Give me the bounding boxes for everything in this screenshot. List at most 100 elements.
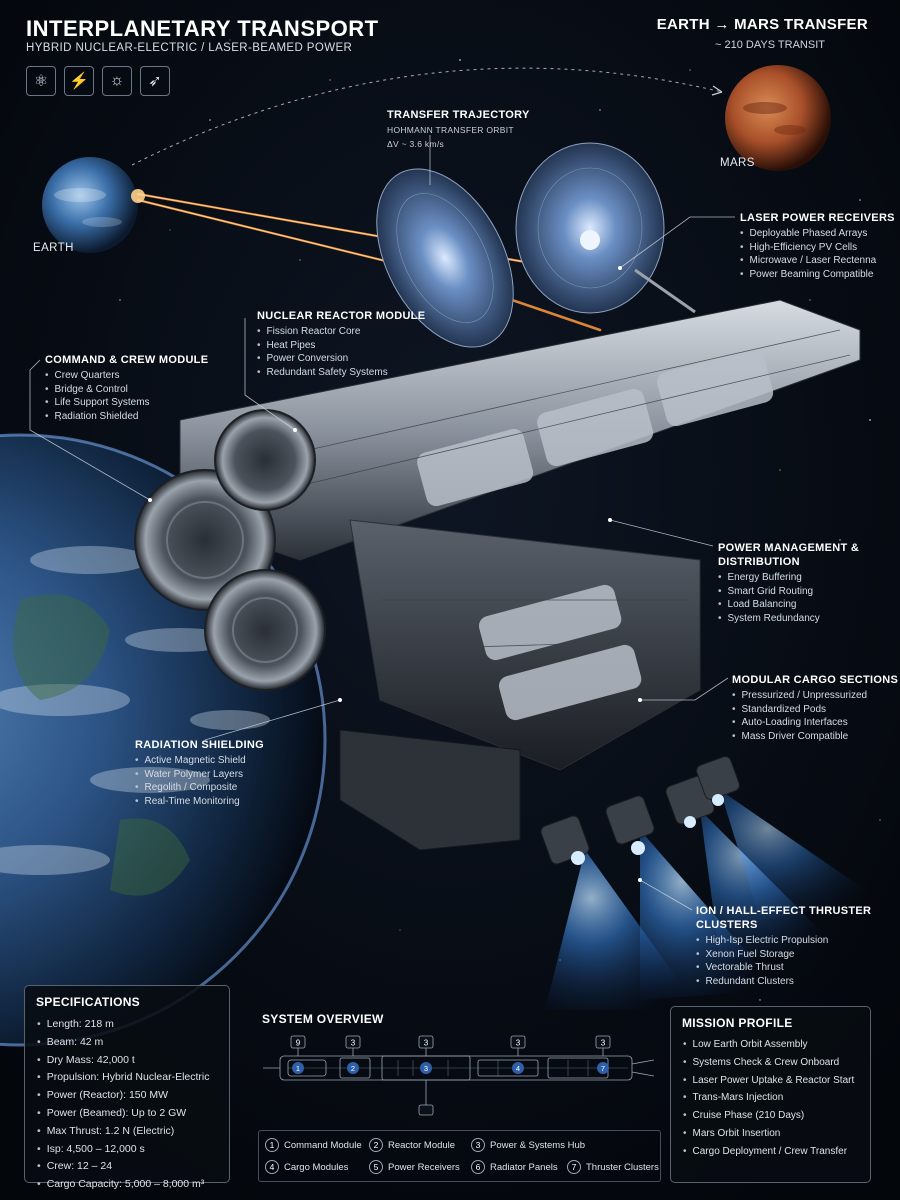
legend-label: Power Receivers — [388, 1161, 460, 1173]
schematic-body-markers: 1 2 3 4 7 — [292, 1062, 609, 1074]
solar-array-icon: ☼ — [102, 66, 132, 96]
callout-item: Xenon Fuel Storage — [696, 948, 871, 962]
legend-item: 4 Cargo Modules — [265, 1160, 348, 1174]
specifications-panel: SPECIFICATIONS Length: 218 m Beam: 42 m … — [24, 985, 230, 1190]
trajectory-delta-v: ΔV ~ 3.6 km/s — [387, 138, 445, 149]
spec-item: Power (Beamed): Up to 2 GW — [37, 1105, 210, 1123]
callout-item: Deployable Phased Arrays — [740, 227, 895, 241]
schematic-marker: 3 — [424, 1064, 428, 1073]
callout-item: Real-Time Monitoring — [135, 795, 264, 809]
mars-label: MARS — [720, 157, 755, 169]
callout-item: Redundant Clusters — [696, 975, 871, 989]
mission-step: Laser Power Uptake & Reactor Start — [683, 1072, 855, 1090]
callout-item: Regolith / Composite — [135, 781, 264, 795]
callout-item: Heat Pipes — [257, 339, 425, 353]
route-title: EARTH → MARS TRANSFER — [656, 16, 868, 33]
rocket-icon: ➶ — [140, 66, 170, 96]
spec-item: Crew: 12 – 24 — [37, 1158, 210, 1176]
callout-title: LASER POWER RECEIVERS — [740, 212, 895, 224]
callout-item: Vectorable Thrust — [696, 961, 871, 975]
callout-title: COMMAND & CREW MODULE — [45, 354, 209, 366]
panel-title: MISSION PROFILE — [682, 1016, 793, 1030]
callout-item: Redundant Safety Systems — [257, 366, 425, 380]
trajectory-title: TRANSFER TRAJECTORY — [387, 109, 530, 121]
legend-number: 4 — [265, 1160, 279, 1174]
schematic-marker: 4 — [516, 1064, 520, 1073]
callout-item: Load Balancing — [718, 598, 859, 612]
callout-item: Bridge & Control — [45, 383, 208, 397]
page-subtitle: HYBRID NUCLEAR-ELECTRIC / LASER-BEAMED P… — [26, 42, 353, 54]
callout-item: Auto-Loading Interfaces — [732, 716, 898, 730]
spec-item: Power (Reactor): 150 MW — [37, 1087, 210, 1105]
callout-item: Water Polymer Layers — [135, 768, 264, 782]
system-overview-panel: SYSTEM OVERVIEW — [252, 1007, 660, 1183]
callout-item: Active Magnetic Shield — [135, 754, 264, 768]
mission-step: Cargo Deployment / Crew Transfer — [683, 1143, 854, 1161]
callout-title: POWER MANAGEMENT & DISTRIBUTION — [718, 541, 859, 569]
schematic-marker: 2 — [351, 1064, 355, 1073]
legend-number: 6 — [471, 1160, 485, 1174]
schematic-marker: 7 — [601, 1064, 605, 1073]
callout-title-line: POWER MANAGEMENT & — [718, 542, 860, 554]
feature-icons: ⚛ ⚡ ☼ ➶ — [26, 66, 170, 96]
legend-label: Reactor Module — [388, 1139, 456, 1151]
schematic-marker: 9 — [296, 1039, 301, 1048]
legend-number: 3 — [471, 1138, 485, 1152]
route-subtitle: ~ 210 DAYS TRANSIT — [715, 39, 825, 51]
panel-title: SYSTEM OVERVIEW — [262, 1012, 384, 1026]
cargo-sections-callout: MODULAR CARGO SECTIONS Pressurized / Unp… — [732, 673, 898, 743]
legend-number: 1 — [265, 1138, 279, 1152]
crew-module-callout: COMMAND & CREW MODULE Crew Quarters Brid… — [45, 353, 208, 423]
legend-item: 5 Power Receivers — [369, 1160, 460, 1174]
spec-item: Max Thrust: 1.2 N (Electric) — [37, 1123, 210, 1141]
callout-item: System Redundancy — [718, 612, 859, 626]
callout-item: Power Beaming Compatible — [740, 268, 895, 282]
legend-label: Cargo Modules — [284, 1161, 349, 1173]
callout-title-line: CLUSTERS — [696, 919, 758, 931]
ship-schematic: 9 3 3 3 3 1 2 3 4 7 — [263, 1035, 655, 1116]
callout-title-line: ION / HALL-EFFECT THRUSTER — [696, 905, 872, 917]
callout-title-line: DISTRIBUTION — [718, 556, 800, 568]
legend-item: 1 Command Module — [265, 1138, 362, 1152]
panel-title: SPECIFICATIONS — [36, 995, 140, 1009]
legend-number: 7 — [567, 1160, 581, 1174]
callout-item: Mass Driver Compatible — [732, 730, 898, 744]
schematic-marker: 3 — [424, 1039, 429, 1048]
schematic-marker: 3 — [601, 1039, 606, 1048]
page-title: INTERPLANETARY TRANSPORT — [26, 16, 379, 41]
legend-item: 6 Radiator Panels — [471, 1160, 558, 1174]
radiation-shielding-callout: RADIATION SHIELDING Active Magnetic Shie… — [135, 738, 264, 808]
callout-item: Smart Grid Routing — [718, 585, 859, 599]
mission-step: Low Earth Orbit Assembly — [683, 1036, 854, 1054]
legend-item: 7 Thruster Clusters — [567, 1160, 659, 1174]
callout-item: Pressurized / Unpressurized — [732, 689, 898, 703]
legend-label: Command Module — [284, 1139, 362, 1151]
schematic-top-markers: 9 3 3 3 3 — [290, 1035, 611, 1049]
legend-label: Power & Systems Hub — [490, 1139, 586, 1151]
spec-item: Dry Mass: 42,000 t — [37, 1052, 210, 1070]
mission-step: Cruise Phase (210 Days) — [683, 1107, 854, 1125]
callout-item: Standardized Pods — [732, 703, 898, 717]
legend-number: 2 — [369, 1138, 383, 1152]
callout-item: High-Efficiency PV Cells — [740, 241, 895, 255]
callout-item: Energy Buffering — [718, 571, 859, 585]
callout-item: Power Conversion — [257, 352, 425, 366]
trajectory-subtitle: HOHMANN TRANSFER ORBIT — [387, 125, 514, 135]
legend-item: 2 Reactor Module — [369, 1138, 455, 1152]
legend-label: Thruster Clusters — [586, 1161, 659, 1173]
schematic-marker: 3 — [516, 1039, 521, 1048]
callout-title: RADIATION SHIELDING — [135, 739, 264, 751]
callout-item: Microwave / Laser Rectenna — [740, 254, 895, 268]
schematic-marker: 1 — [296, 1064, 300, 1073]
legend-label: Radiator Panels — [490, 1161, 558, 1173]
legend-item: 3 Power & Systems Hub — [471, 1138, 585, 1152]
spec-item: Beam: 42 m — [37, 1034, 210, 1052]
callout-title: ION / HALL-EFFECT THRUSTER CLUSTERS — [696, 904, 871, 932]
spec-item: Length: 218 m — [37, 1016, 210, 1034]
atom-icon: ⚛ — [26, 66, 56, 96]
legend-number: 5 — [369, 1160, 383, 1174]
callout-item: Radiation Shielded — [45, 410, 208, 424]
laser-receivers-callout: LASER POWER RECEIVERS Deployable Phased … — [740, 211, 895, 281]
